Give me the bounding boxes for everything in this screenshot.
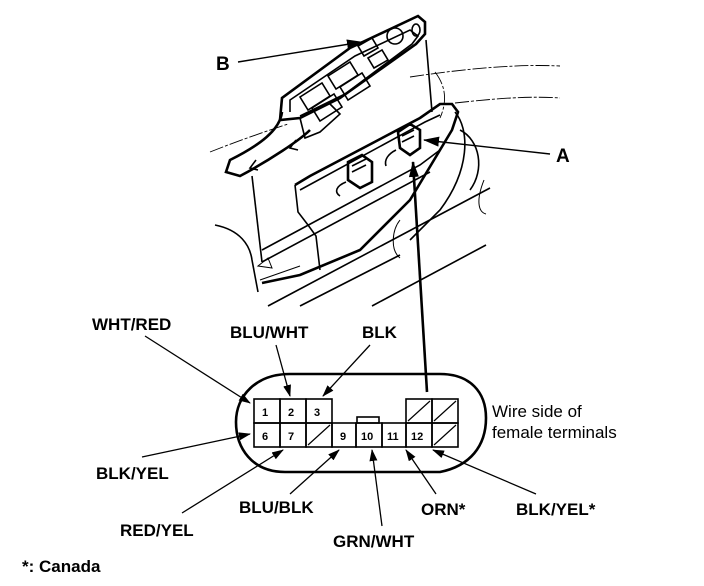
panel-clip (248, 159, 259, 171)
door-curve (214, 224, 259, 293)
leader-arrow (181, 449, 284, 514)
wire-color-label: ORN* (421, 500, 466, 519)
install-guide-line (251, 175, 263, 263)
wire-label-t6: BLK/YEL (96, 432, 251, 483)
wire-color-label: BLK (362, 323, 398, 342)
door-curve (478, 179, 487, 215)
armrest-pocket-floor (261, 171, 431, 263)
door-curve (392, 219, 401, 259)
pocket-clip (256, 257, 273, 269)
wire-color-label: WHT/RED (92, 315, 171, 334)
door-contour (454, 96, 561, 104)
terminal-2: 2 (288, 407, 294, 419)
leader-arrow (141, 432, 251, 458)
connector-note-line2: female terminals (492, 423, 617, 442)
terminal-12: 12 (411, 431, 423, 443)
leader-arrow (144, 335, 251, 404)
wire-color-label: GRN/WHT (333, 532, 415, 551)
door-contour (209, 123, 289, 153)
door-curve (459, 129, 480, 191)
wire-color-label: BLK/YEL* (516, 500, 596, 519)
switch-panel-inner (289, 29, 420, 117)
leader-arrow (275, 344, 291, 397)
leader-arrow (432, 449, 537, 495)
terminal-11: 11 (387, 431, 399, 443)
door-edge (299, 254, 401, 307)
connector-note-line1: Wire side of (492, 402, 582, 421)
leader-arrow (289, 449, 340, 495)
door-curve (409, 111, 466, 241)
wire-label-t12: BLK/YEL* (432, 449, 596, 519)
door-panel-illustration (209, 14, 561, 307)
switch-panel-trim (224, 111, 311, 178)
wire-label-t10: GRN/WHT (333, 449, 415, 551)
wire-label-t2: BLU/WHT (230, 323, 309, 397)
wire-color-label: BLU/BLK (239, 498, 314, 517)
window-switch-buttons (298, 23, 421, 123)
locking-tab (356, 416, 380, 424)
wire-color-label: RED/YEL (120, 521, 194, 540)
callout-b: B (216, 39, 363, 75)
connector-housing (253, 398, 459, 448)
connector-b-drawing (335, 153, 374, 197)
wire-label-t3: BLK (322, 323, 398, 397)
callout-a-label: A (556, 146, 570, 167)
armrest-pocket-outline (261, 102, 460, 285)
terminal-1: 1 (262, 407, 268, 419)
terminal-9: 9 (340, 431, 346, 443)
door-edge (259, 265, 301, 281)
callout-b-arrow (237, 39, 363, 63)
callout-a: A (423, 136, 570, 167)
door-edge (267, 187, 491, 307)
armrest-pocket-wall (294, 184, 321, 271)
leader-arrow (369, 449, 383, 527)
connector-leader-arrow (408, 161, 429, 393)
wire-label-t11: ORN* (405, 449, 466, 519)
wire-color-label: BLK/YEL (96, 464, 169, 483)
wire-color-label: BLU/WHT (230, 323, 309, 342)
terminal-10: 10 (361, 431, 373, 443)
terminal-6: 6 (262, 431, 268, 443)
connector-a-drawing (384, 122, 422, 167)
wire-label-t9: BLU/BLK (239, 449, 340, 517)
door-edge (371, 244, 487, 307)
wire-label-t7: RED/YEL (120, 449, 284, 540)
door-contour (409, 65, 561, 78)
callout-a-arrow (423, 136, 551, 155)
armrest-pocket-floor (261, 149, 441, 251)
armrest-pocket-rim (299, 114, 441, 191)
leader-arrow (322, 344, 371, 397)
callout-b-label: B (216, 54, 230, 75)
install-guide-line (425, 39, 433, 113)
switch-panel-outline (278, 14, 427, 122)
terminal-7: 7 (288, 431, 294, 443)
door-contour (434, 71, 446, 119)
terminal-3: 3 (314, 407, 320, 419)
footnote: *: Canada (22, 557, 101, 576)
panel-clip (288, 139, 299, 151)
leader-arrow (405, 449, 437, 495)
wire-label-t1: WHT/RED (92, 315, 251, 404)
